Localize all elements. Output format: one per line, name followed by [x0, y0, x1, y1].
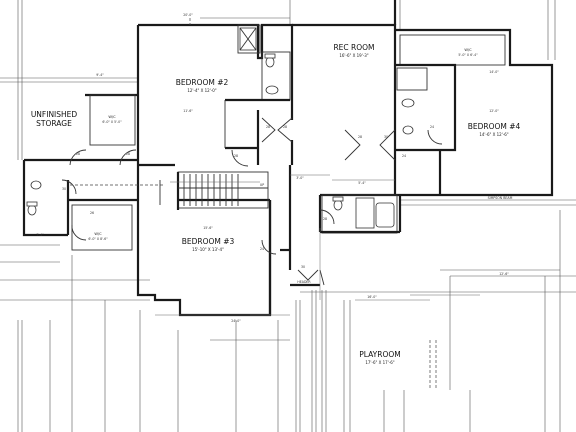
fixtures [26, 27, 415, 229]
dim-left-b: 7'-4" [36, 233, 44, 237]
door-label: 28 [76, 152, 80, 156]
plan-notes: UP SIMPSON BEAM HEADER [260, 183, 513, 284]
door-label: 28 [283, 125, 287, 129]
door-label: 24 [402, 154, 406, 158]
bedroom-4-label: BEDROOM #4 [468, 122, 521, 131]
bedroom-3-size: 15'-10" X 13'-4" [192, 247, 224, 252]
rec-room-size: 16'-6" X 19'-3" [339, 53, 368, 58]
bedroom-3-label: BEDROOM #3 [182, 237, 235, 246]
dim-mid-c: 15'-6" [203, 226, 213, 230]
wic-2-size: 6'-0" X 8'-6" [88, 237, 108, 241]
wic-1-label: W/C [108, 115, 116, 119]
dimension-labels: 20'-0" 11'-6" 12'-0" 9'-4" 7'-4" 3'-0" 5… [36, 13, 509, 323]
dim-top-c: 12'-0" [489, 109, 499, 113]
dim-top-b: 11'-6" [183, 109, 193, 113]
playroom-size: 17'-6" X 17'-6" [365, 360, 394, 365]
storage-label-line1: UNFINISHED [31, 110, 78, 119]
bedroom-2-size: 12'-4" X 12'-0" [187, 88, 216, 93]
door-label: 28 [234, 154, 238, 158]
playroom-label: PLAYROOM [359, 350, 401, 359]
header-note: HEADER [297, 280, 311, 284]
door-label: 28 [266, 125, 270, 129]
dim-mid-b: 5'-4" [358, 181, 366, 185]
door-label: 24 [260, 247, 264, 251]
dim-right-a: 14'-0" [489, 70, 499, 74]
wic-3-size: 5'-0" X 6'-4" [458, 53, 478, 57]
beam-note: SIMPSON BEAM [488, 196, 513, 200]
door-label: 30 [62, 187, 66, 191]
dimension-lines [70, 18, 480, 390]
stair [159, 174, 268, 206]
dim-bot-b: 16'-0" [367, 295, 377, 299]
room-labels: REC ROOM 16'-6" X 19'-3" BEDROOM #2 12'-… [31, 43, 521, 365]
wic-3-label: W/C [464, 48, 472, 52]
bedroom-4-size: 14'-6" X 12'-6" [479, 132, 508, 137]
door-labels: 28 28 28 28 28 28 30 30 26 24 24 24 28 3… [62, 125, 434, 269]
stair-note: UP [260, 183, 264, 187]
dim-left-a: 9'-4" [96, 73, 104, 77]
dim-mid-a: 3'-0" [296, 176, 304, 180]
door-label: 30 [301, 265, 305, 269]
dim-right-b: 12'-6" [499, 272, 509, 276]
door-label: 28 [126, 152, 130, 156]
dim-top-a: 20'-0" [183, 13, 193, 17]
door-label: 30 [384, 135, 388, 139]
rec-room-label: REC ROOM [333, 43, 374, 52]
storage-label-line2: STORAGE [36, 119, 72, 128]
wic-1-size: 6'-0" X 5'-0" [102, 120, 122, 124]
walls [22, 0, 554, 317]
doors [61, 117, 443, 286]
bedroom-2-label: BEDROOM #2 [176, 78, 229, 87]
door-label: 24 [430, 125, 434, 129]
door-label: 28 [358, 135, 362, 139]
door-label: 26 [90, 211, 94, 215]
door-label: 28 [323, 217, 327, 221]
wic-2-label: W/C [94, 232, 102, 236]
dim-bot-a: 24'-0" [231, 319, 241, 323]
